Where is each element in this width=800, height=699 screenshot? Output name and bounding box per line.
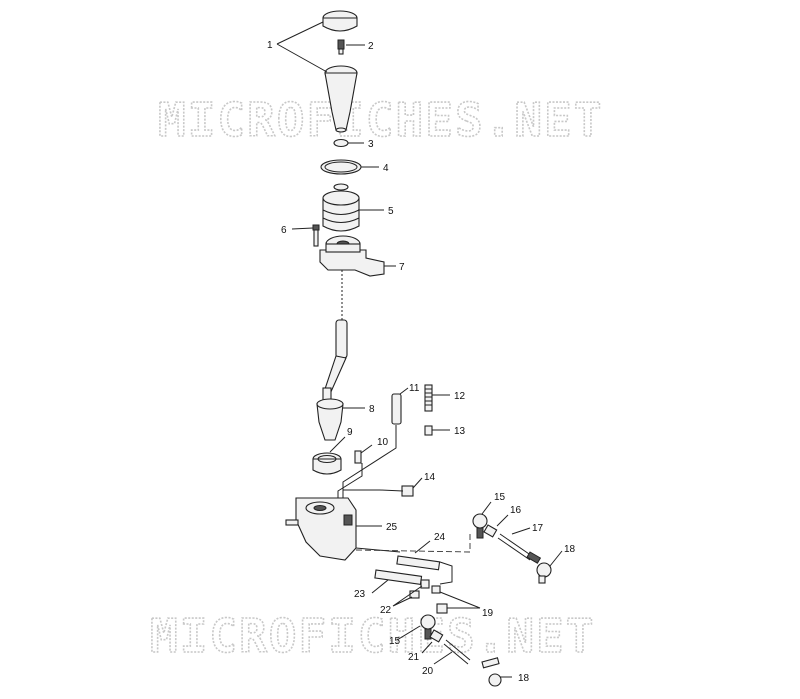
callout-19: 19 bbox=[482, 608, 494, 619]
part-rod-23 bbox=[374, 569, 423, 585]
callout-9: 9 bbox=[347, 427, 353, 438]
callout-18-upper: 18 bbox=[564, 544, 576, 555]
callout-2: 2 bbox=[368, 41, 374, 52]
callout-10: 10 bbox=[377, 437, 389, 448]
callout-6: 6 bbox=[281, 225, 287, 236]
part-rod-24 bbox=[396, 555, 441, 571]
part-shift-lever bbox=[316, 319, 348, 441]
part-bolt-6 bbox=[312, 224, 320, 247]
callout-17: 17 bbox=[532, 523, 544, 534]
part-bracket-25 bbox=[285, 497, 357, 561]
callout-20: 20 bbox=[422, 666, 434, 677]
callout-7: 7 bbox=[399, 262, 405, 273]
leader-lines bbox=[276, 21, 563, 678]
callout-5: 5 bbox=[388, 206, 394, 217]
callout-23: 23 bbox=[354, 589, 366, 600]
watermark-bottom: MICROFICHES.NET bbox=[150, 609, 595, 663]
callout-4: 4 bbox=[383, 163, 389, 174]
watermark-top: MICROFICHES.NET bbox=[158, 93, 603, 147]
part-nut-13 bbox=[424, 425, 433, 436]
callout-12: 12 bbox=[454, 391, 466, 402]
part-shift-housing bbox=[319, 235, 385, 277]
callout-1: 1 bbox=[267, 40, 273, 51]
part-bushing bbox=[312, 452, 342, 475]
callout-14: 14 bbox=[424, 472, 436, 483]
part-o-ring bbox=[333, 138, 349, 148]
callout-15-lower: 15 bbox=[389, 636, 401, 647]
callout-13: 13 bbox=[454, 426, 466, 437]
part-clip bbox=[401, 485, 414, 497]
callout-11: 11 bbox=[409, 383, 420, 394]
callout-25: 25 bbox=[386, 522, 398, 533]
callout-22: 22 bbox=[380, 605, 392, 616]
callout-18-lower: 18 bbox=[518, 673, 530, 684]
part-pin-10 bbox=[354, 450, 362, 464]
callout-3: 3 bbox=[368, 139, 374, 150]
callout-15-upper: 15 bbox=[494, 492, 506, 503]
part-shift-knob bbox=[322, 10, 358, 133]
part-spacer bbox=[391, 393, 402, 425]
part-set-screw bbox=[337, 39, 345, 55]
callout-8: 8 bbox=[369, 404, 375, 415]
part-tie-rod-lower bbox=[420, 614, 502, 687]
callout-16: 16 bbox=[510, 505, 522, 516]
part-boot bbox=[322, 183, 360, 232]
callout-24: 24 bbox=[434, 532, 446, 543]
part-stud bbox=[424, 384, 433, 412]
part-retaining-ring bbox=[320, 159, 362, 175]
part-tie-rod-upper bbox=[472, 513, 552, 584]
callout-21: 21 bbox=[408, 652, 420, 663]
